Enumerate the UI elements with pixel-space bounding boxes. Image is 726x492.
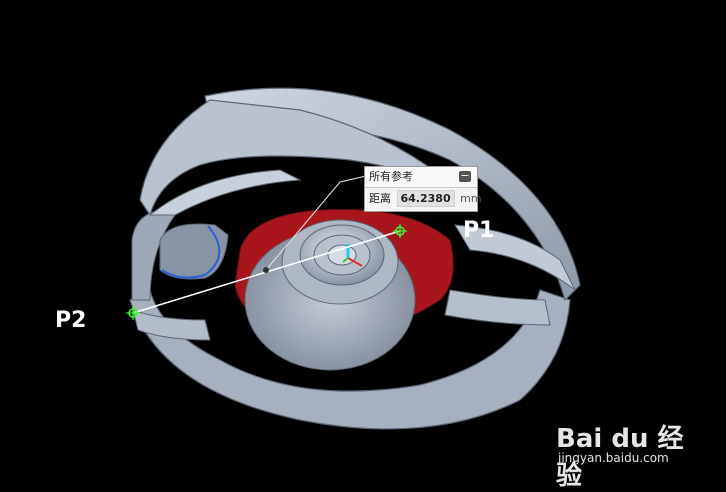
distance-row: 距离 64.2380 mm <box>365 188 482 210</box>
measure-popup[interactable]: 所有参考 − 距离 64.2380 mm <box>364 166 482 212</box>
measure-popup-title: 所有参考 <box>369 170 413 183</box>
watermark-brand-text: Bai du 经验 <box>556 424 684 491</box>
leader-line <box>265 175 367 271</box>
triad-z-axis <box>342 257 349 263</box>
upper-slot-bar[interactable] <box>148 169 302 216</box>
leader-anchor <box>263 267 269 273</box>
left-wall[interactable] <box>131 209 176 301</box>
left-window[interactable] <box>159 223 229 280</box>
lower-shell[interactable] <box>129 289 571 430</box>
watermark-url: jingyan.baidu.com <box>558 451 669 465</box>
watermark: Bai du 经验 jingyan.baidu.com <box>556 418 686 491</box>
left-lower-bar[interactable] <box>132 309 211 341</box>
distance-unit: mm <box>460 192 482 205</box>
point-p2-label: P2 <box>55 308 87 333</box>
sketch-arc[interactable] <box>161 225 221 279</box>
point-p1-label: P1 <box>463 218 495 243</box>
minus-icon[interactable]: − <box>459 169 471 182</box>
point-p1-crosshair-icon[interactable] <box>393 224 407 238</box>
triad-x-axis <box>347 257 363 267</box>
watermark-logo: Bai du 经验 <box>556 418 686 492</box>
measure-popup-header[interactable]: 所有参考 − <box>365 167 477 188</box>
point-p2-crosshair-icon[interactable] <box>126 306 140 320</box>
distance-label: 距离 <box>369 192 391 205</box>
right-lower-bar[interactable] <box>444 289 551 326</box>
distance-value[interactable]: 64.2380 <box>396 190 455 207</box>
right-slot-bar[interactable] <box>454 224 576 291</box>
